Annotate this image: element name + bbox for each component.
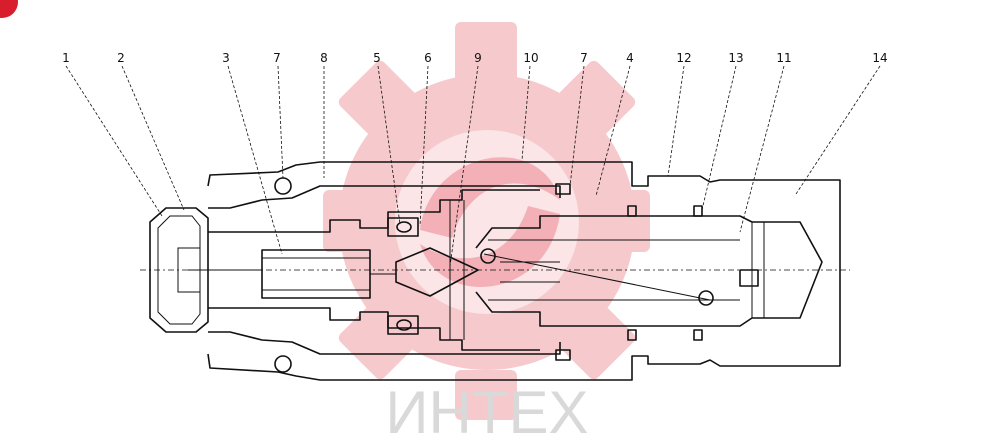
leader-lines [65, 65, 881, 267]
o-ring-7-upper [274, 177, 292, 195]
label-3: 3 [222, 51, 230, 65]
part-number-labels: 1 2 3 7 8 5 6 9 10 7 4 12 13 11 14 [62, 51, 887, 65]
label-11: 11 [776, 51, 791, 65]
label-2: 2 [117, 51, 125, 65]
label-10: 10 [523, 51, 538, 65]
label-5: 5 [373, 51, 381, 65]
label-7: 7 [273, 51, 281, 65]
valve-body [140, 161, 850, 381]
watermark-gear-logo [323, 22, 650, 420]
label-9: 9 [474, 51, 482, 65]
label-1: 1 [62, 51, 70, 65]
label-12: 12 [676, 51, 691, 65]
label-4: 4 [626, 51, 634, 65]
label-8: 8 [320, 51, 328, 65]
corner-badge [0, 0, 18, 18]
label-6: 6 [424, 51, 432, 65]
label-7b: 7 [580, 51, 588, 65]
label-14: 14 [872, 51, 887, 65]
label-13: 13 [728, 51, 743, 65]
o-ring-7-lower [274, 355, 292, 373]
watermark-text: ИНТЕХ [385, 379, 588, 440]
